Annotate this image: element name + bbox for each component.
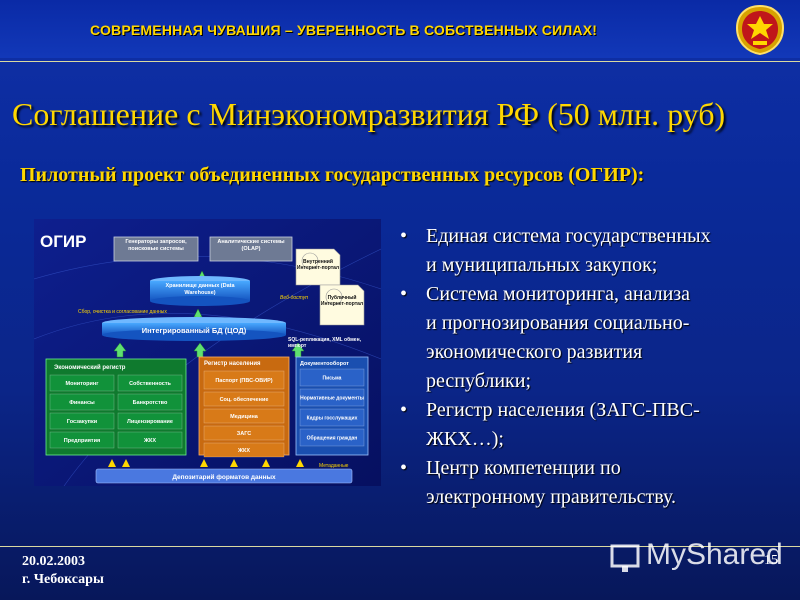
econ-register-item-box (117, 393, 183, 411)
slide-title: Соглашение с Минэкономразвития РФ (50 мл… (12, 96, 726, 132)
doc-flow-title: Документооборот (300, 360, 349, 367)
bullet-dot-icon: • (400, 225, 408, 247)
analytics-box: Аналитические системы (OLAP) (217, 239, 285, 252)
web-access-label: Веб-доступ (280, 295, 308, 301)
pop-register-item-box (203, 442, 285, 458)
metadata-label: Метаданные (319, 463, 349, 469)
econ-register-item-box (117, 431, 183, 449)
bullet-list: • Единая система государственных и муниц… (398, 222, 788, 512)
econ-register-item-box (117, 374, 183, 392)
integrated-db: Интегрированный БД (ЦОД) (142, 326, 247, 335)
doc-flow-item: Кадры госслужащих (307, 416, 358, 422)
pop-register-item: ЗАГС (237, 431, 251, 437)
bullet-item: • Центр компетенции по электронному прав… (398, 454, 788, 512)
header-divider (0, 61, 800, 62)
data-warehouse: Хранилище данных (Data Warehouse) (165, 283, 235, 296)
econ-register-item: Мониторинг (66, 381, 100, 387)
slide-subtitle: Пилотный проект объединенных государстве… (20, 164, 645, 186)
econ-register-item-box (117, 412, 183, 430)
econ-register-item-box (49, 412, 115, 430)
doc-flow-item-box (299, 368, 365, 387)
chuvashia-emblem-icon (735, 4, 785, 56)
page-number: 15 (764, 553, 778, 568)
banner-title: СОВРЕМЕННАЯ ЧУВАШИЯ – УВЕРЕННОСТЬ В СОБС… (90, 22, 598, 38)
pop-register-item-box (203, 370, 285, 390)
econ-register-item: Финансы (69, 400, 95, 406)
doc-flow-item: Письма (323, 376, 342, 382)
footer-date: 20.02.2003 (22, 554, 85, 569)
doc-flow-item-box (299, 428, 365, 447)
top-banner (0, 0, 800, 58)
generators-box: Генераторы запросов, поисковые системы (125, 239, 187, 252)
doc-flow-item-box (299, 388, 365, 407)
econ-register-item: Банкротство (133, 400, 168, 406)
watermark: MyShared (646, 538, 783, 571)
footer-city: г. Чебоксары (22, 572, 104, 587)
econ-register-item: ЖКХ (143, 438, 156, 444)
depository-label: Депозитарий форматов данных (172, 473, 276, 481)
internal-portal: Внутренний Интернет-портал (296, 259, 340, 271)
bullet-dot-icon: • (400, 399, 408, 421)
footer-date-city: 20.02.2003 г. Чебоксары (22, 553, 104, 589)
footer-divider (0, 546, 800, 547)
diagram-logo: ОГИР (40, 232, 86, 251)
pop-register-item-box (203, 425, 285, 441)
econ-register-item-box (49, 393, 115, 411)
myshared-logo-icon (610, 544, 640, 572)
pop-register-item-box (203, 408, 285, 424)
pop-register-title: Регистр населения (204, 361, 261, 367)
bullet-item: • Единая система государственных и муниц… (398, 222, 788, 280)
collection-label: Сбор, очистка и согласование данных (78, 309, 167, 315)
econ-register-item: Лицензирование (127, 419, 173, 425)
bullet-dot-icon: • (400, 283, 408, 305)
pop-register-item-box (203, 391, 285, 407)
pop-register-item: ЖКХ (237, 448, 250, 454)
bullet-item: • Система мониторинга, анализа и прогноз… (398, 280, 788, 396)
econ-register-item: Собственность (129, 380, 171, 387)
doc-flow-item-box (299, 408, 365, 427)
pop-register-item: Паспорт (ПВС-ОВИР) (215, 378, 272, 384)
pop-register-item: Соц. обеспечение (220, 396, 269, 403)
econ-register-title: Экономический регистр (54, 364, 126, 371)
doc-flow-item: Обращения граждан (307, 435, 358, 442)
public-portal: Публичный Интернет-портал (320, 295, 364, 307)
ogir-architecture-diagram: ОГИР Генераторы запросов, поисковые сист… (34, 219, 381, 486)
bullet-item: • Регистр населения (ЗАГС-ПВС- ЖКХ…); (398, 396, 788, 454)
econ-register-item-box (49, 374, 115, 392)
econ-register-item-box (49, 431, 115, 449)
doc-flow-item: Нормативные документы (300, 396, 364, 402)
sql-replication-label: SQL-репликация, XML обмен, импорт (288, 337, 361, 349)
econ-register-item: Предприятия (64, 438, 100, 444)
econ-register-item: Госзакупки (67, 419, 97, 425)
pop-register-item: Медицина (230, 414, 259, 420)
bullet-dot-icon: • (400, 457, 408, 479)
